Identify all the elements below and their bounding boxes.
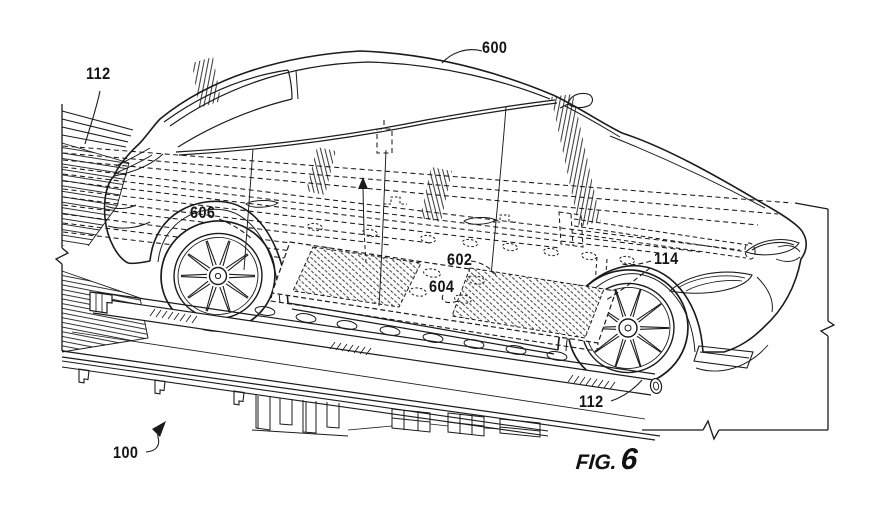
- figure-caption: FIG. 6: [574, 443, 639, 476]
- mount-points-dashed: [307, 196, 635, 304]
- ref-label-600: 600: [482, 38, 508, 57]
- decklid-crease: [113, 153, 164, 177]
- a-pillar-hatch: [551, 94, 601, 227]
- ref-label-602: 602: [447, 250, 473, 269]
- right-break-line: [642, 202, 836, 441]
- pack-hatch-strip-rear: [292, 246, 422, 308]
- battery-pack: [270, 149, 617, 352]
- ref-label-112-bottom: 112: [579, 392, 604, 411]
- door-shutline-front: [488, 106, 507, 299]
- c-pillar-hatch: [192, 57, 221, 108]
- leader-114-a: [621, 260, 652, 266]
- grille: [775, 245, 801, 262]
- backlight: [163, 69, 293, 148]
- hidden-bracket-box: [376, 120, 393, 154]
- leader-606: [218, 218, 253, 240]
- figure-caption-prefix: FIG.: [574, 451, 618, 474]
- rail-hatch-ticks: [567, 374, 616, 390]
- hidden-step-detail: [384, 196, 407, 205]
- hidden-rail-dashed-lines: [62, 120, 793, 302]
- vehicle-body: [103, 50, 807, 372]
- door-shutline-rear: [243, 148, 254, 271]
- section-line: [378, 149, 387, 307]
- rear-bumper-crease: [105, 204, 151, 229]
- leader-112-top: [84, 90, 101, 145]
- pack-hatch-strip-front: [451, 267, 605, 339]
- leader-112-bottom: [610, 379, 643, 402]
- rail-end-cap: [649, 377, 663, 395]
- beltline: [175, 99, 556, 153]
- front-hub: [618, 318, 638, 338]
- rear-lower-edge: [127, 260, 151, 265]
- hidden-step-detail: [493, 214, 516, 223]
- headlight-near: [668, 271, 753, 294]
- slab-bottom-edge: [61, 350, 661, 441]
- ref-label-604: 604: [429, 277, 455, 296]
- door-hatch-2: [420, 167, 452, 222]
- actuator-cylinder-dashed: [558, 211, 756, 260]
- leader-600: [441, 49, 483, 64]
- pointer-arrow-line: [362, 188, 365, 232]
- ref-label-112-top: 112: [86, 64, 111, 83]
- figure-caption-number: 6: [619, 443, 639, 476]
- rail-hatch-ticks: [149, 308, 198, 324]
- platform-front-rail: [89, 291, 663, 396]
- rear-wheel-arch: [149, 200, 289, 304]
- ref-label-606: 606: [190, 203, 216, 222]
- rear-rail-wedge: [61, 110, 134, 148]
- ramp-hatch-upper: [62, 143, 129, 246]
- conveyor-foot: [154, 379, 166, 395]
- front-intake: [693, 345, 754, 369]
- door-hatch-1: [306, 147, 336, 195]
- rear-hub: [208, 266, 228, 286]
- rail-hatch-ticks: [329, 341, 372, 356]
- door-handle-front: [463, 217, 498, 225]
- leader-100-arrowhead: [152, 421, 166, 437]
- ref-label-100: 100: [113, 443, 139, 462]
- dlo-top: [169, 61, 551, 127]
- leader-114-b: [605, 267, 651, 301]
- rail-bottom-edge: [92, 312, 652, 396]
- leader-lines: [84, 49, 652, 453]
- conveyor-foot: [78, 368, 90, 384]
- door-handle-rear: [245, 200, 280, 208]
- leader-604: [441, 294, 459, 304]
- lift-mechanism: [251, 394, 541, 438]
- conveyor-foot: [233, 390, 245, 406]
- pack-side-face: [270, 292, 599, 352]
- body-silhouette: [103, 50, 807, 353]
- leader-602: [470, 260, 498, 277]
- ref-label-114: 114: [654, 249, 679, 268]
- fender-crease: [756, 276, 773, 313]
- window-divider: [295, 69, 299, 100]
- pointer-arrowhead: [358, 177, 368, 189]
- rail-left-bracket: [89, 291, 113, 314]
- hood-crease: [609, 135, 766, 209]
- platform-base: [61, 331, 661, 441]
- bumper-lip: [695, 344, 769, 372]
- taillight: [115, 147, 153, 173]
